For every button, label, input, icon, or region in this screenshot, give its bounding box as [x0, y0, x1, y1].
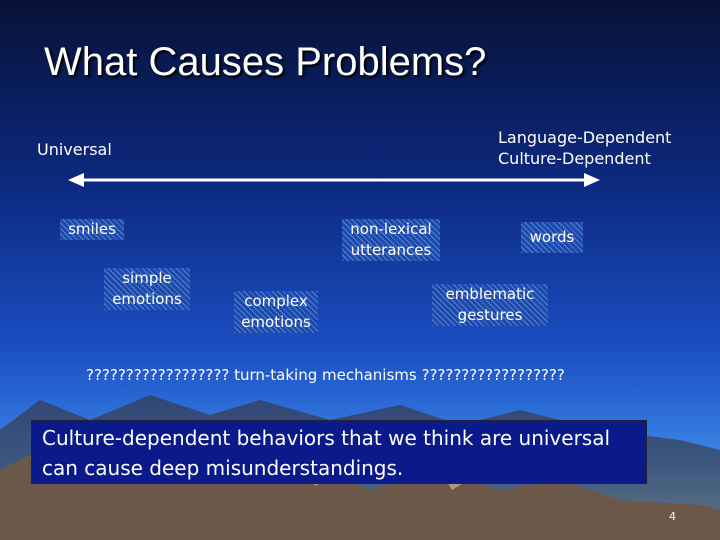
- smiles-box: smiles: [60, 219, 124, 240]
- language-dependent-label: Language-Dependent: [498, 128, 672, 147]
- smiles-label: smiles: [68, 220, 116, 238]
- nonlexical-utterances-box: non-lexical utterances: [342, 219, 440, 261]
- nonlexical-line1: non-lexical: [350, 220, 432, 238]
- complex-emotions-line1: complex: [244, 292, 308, 310]
- words-label: words: [529, 228, 575, 246]
- slide-title: What Causes Problems?: [44, 40, 487, 84]
- universal-label: Universal: [37, 140, 112, 159]
- simple-emotions-line2: emotions: [112, 290, 182, 308]
- callout-line2: can cause deep misunderstandings.: [42, 456, 404, 480]
- emblematic-line1: emblematic: [445, 285, 535, 303]
- callout-line1: Culture-dependent behaviors that we thin…: [42, 426, 611, 450]
- turn-taking-text: ?????????????????? turn-taking mechanism…: [86, 366, 565, 384]
- complex-emotions-box: complex emotions: [234, 291, 318, 333]
- nonlexical-line2: utterances: [350, 241, 432, 259]
- emblematic-gestures-box: emblematic gestures: [432, 284, 548, 326]
- simple-emotions-box: simple emotions: [104, 268, 190, 310]
- callout-box: Culture-dependent behaviors that we thin…: [31, 420, 647, 484]
- culture-dependent-label: Culture-Dependent: [498, 149, 651, 168]
- complex-emotions-line2: emotions: [241, 313, 311, 331]
- double-headed-arrow: [68, 173, 600, 187]
- emblematic-line2: gestures: [457, 306, 523, 324]
- simple-emotions-line1: simple: [122, 269, 172, 287]
- words-box: words: [521, 222, 583, 253]
- page-number: 4: [669, 510, 676, 523]
